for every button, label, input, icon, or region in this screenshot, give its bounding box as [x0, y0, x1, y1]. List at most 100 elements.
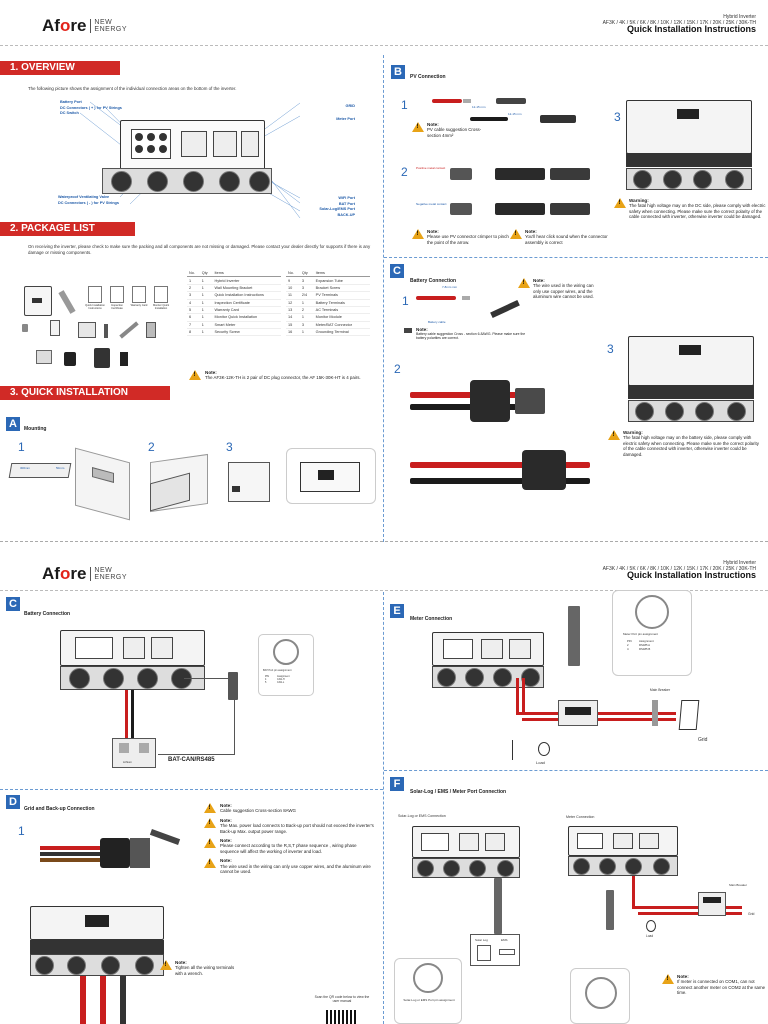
warning-icon: ! — [608, 430, 620, 440]
qr-caption: Scan the QR code below to view the user … — [314, 995, 370, 1003]
battery-connection-title: Battery Connection — [410, 278, 457, 284]
warning-icon: ! — [518, 278, 530, 288]
battery-long-red — [410, 462, 590, 468]
package-cell: Meter/BAT Connector — [313, 321, 370, 330]
e-inverter-drawing — [432, 632, 544, 666]
warning-icon: ! — [160, 960, 172, 970]
pv-warning: ! Warning:The fatal high voltage may on … — [614, 198, 767, 220]
inverter-fan-row — [102, 168, 272, 194]
grid-note: !Note:Please connect according to the R,… — [204, 838, 374, 854]
battery-connector-red — [410, 392, 520, 398]
warning-icon: ! — [510, 229, 522, 239]
wall-drawing-1 — [75, 447, 130, 521]
package-cell: Quick Installation Instructions — [212, 291, 281, 300]
package-cell: PV Terminals — [313, 291, 370, 300]
warning-icon: ! — [412, 122, 424, 132]
main-breaker-label: Main Breaker — [649, 688, 671, 692]
package-cell: Smart Meter — [212, 321, 281, 330]
grid-tower-icon — [678, 700, 700, 730]
package-cell: 15 — [286, 321, 300, 330]
package-cell: Bracket Screw — [313, 284, 370, 293]
inverter-mounted-drawing — [228, 462, 270, 502]
warning-icon: ! — [204, 858, 216, 869]
package-cell: Expansion Tube — [313, 276, 370, 285]
package-cell: 10 — [286, 284, 300, 293]
warning-icon: ! — [614, 198, 626, 208]
package-cell: 2/4 — [299, 291, 314, 300]
package-cell: 6 — [187, 313, 200, 322]
page-title-2: Quick Installation Instructions — [626, 570, 756, 580]
crimper-icon — [404, 328, 412, 333]
f-smart-meter — [698, 892, 726, 916]
section-package-title: 2. PACKAGE LIST — [0, 222, 135, 236]
warning-icon: ! — [204, 803, 216, 813]
tighten-note: ! Note:Tighten all the wiring terminals … — [160, 960, 235, 976]
package-cell: 11 — [286, 291, 300, 300]
package-cell: 1 — [299, 299, 314, 307]
qr-code[interactable] — [326, 1010, 356, 1024]
label-negative-contact: Negative metal contact — [416, 202, 447, 206]
pv-connection-title: PV Connection — [410, 74, 446, 80]
smart-meter-drawing — [558, 700, 598, 726]
package-cell: 1 — [199, 299, 213, 307]
package-cell: Wall Mounting Bracket — [212, 284, 281, 293]
warning-icon: ! — [412, 229, 424, 239]
f-inverter-drawing-2 — [568, 826, 678, 856]
divider-c-d — [0, 789, 383, 790]
package-cell: AC Terminals — [313, 306, 370, 315]
battery-cable-red — [416, 296, 456, 300]
solarlog-sub-title: Solar-Log or EMS Connection — [398, 814, 446, 818]
grid-notes: !Note:Cable suggestion Cross-section 8AW… — [204, 803, 374, 878]
mount-step-3: 3 — [226, 440, 233, 454]
battery-warning: ! Warning:The fatal high voltage may on … — [608, 430, 763, 457]
battery-connection-title-2: Battery Connection — [24, 611, 71, 617]
package-cell: Inspection Certificate — [212, 299, 281, 307]
battery-step-2: 2 — [394, 362, 401, 376]
battery-dim-label: 7-8mm mm — [442, 285, 458, 289]
dim-50mm: 50mm — [56, 466, 65, 470]
load-label: Load — [536, 760, 545, 765]
solarlog-ems-box: Solar Log EMS — [470, 934, 520, 966]
header-divider-2 — [0, 590, 768, 591]
pv-cable-red — [432, 99, 462, 103]
pv-step-3: 3 — [614, 110, 621, 124]
package-cell: 16 — [286, 328, 300, 337]
package-cell: 4 — [187, 299, 200, 307]
package-cell: Monitor Module — [313, 313, 370, 322]
package-intro: On receiving the inverter, please check … — [28, 244, 371, 255]
battery-inverter-drawing — [628, 336, 754, 386]
step-letter-c-2: C — [6, 597, 20, 611]
package-cell: 13 — [286, 306, 300, 315]
step-letter-f: F — [390, 777, 404, 791]
column-divider — [383, 55, 384, 542]
grid-note: !Note:The Max. power load connects to Ba… — [204, 817, 374, 834]
pv-inverter-drawing — [626, 100, 752, 154]
battery-cable-label: Battery cable — [428, 320, 446, 324]
step-letter-a: A — [6, 417, 20, 431]
step-letter-d: D — [6, 795, 20, 809]
step-letter-b: B — [391, 65, 405, 79]
f-main-breaker-label: Main Breaker — [729, 883, 747, 887]
d-inverter-drawing — [30, 906, 164, 940]
mount-step-2: 2 — [148, 440, 155, 454]
overview-labels-left: Battery Port DC Connectors ( + ) for PV … — [60, 100, 122, 115]
package-cell: 3 — [299, 276, 314, 285]
mount-step-1: 1 — [18, 440, 25, 454]
lithium-battery-drawing: Lithium — [112, 738, 156, 768]
pv-cable-black — [470, 117, 508, 121]
